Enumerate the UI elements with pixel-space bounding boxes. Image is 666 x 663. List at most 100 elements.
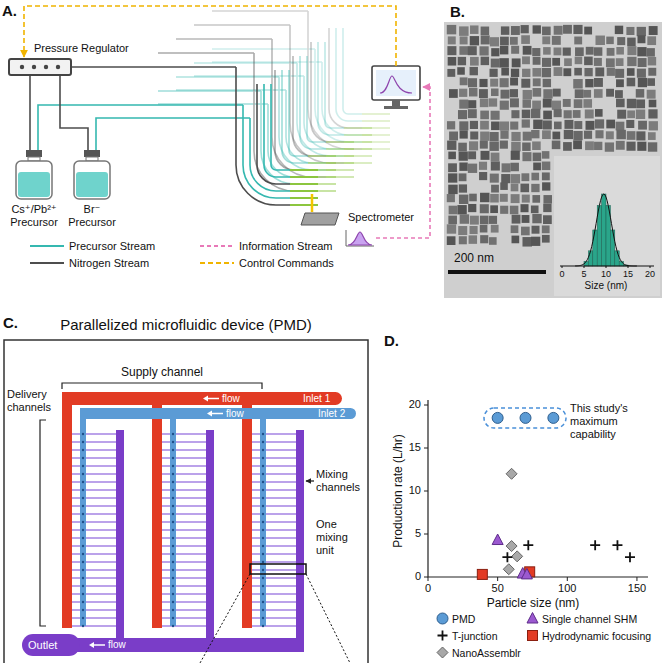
nanocube <box>520 204 528 212</box>
legend-text: Nitrogen Stream <box>69 257 149 269</box>
nanocube <box>512 236 520 244</box>
nanocube <box>522 119 530 127</box>
nanocube <box>500 131 508 139</box>
nanocube <box>648 142 657 151</box>
nanocube <box>491 122 500 131</box>
mixing-channel <box>252 537 296 539</box>
delivery-channel <box>322 62 362 135</box>
nanocube <box>575 47 584 56</box>
nitrogen-line <box>212 10 308 12</box>
nitrogen-line <box>194 24 290 26</box>
nitrogen-line <box>176 38 272 40</box>
nanocube <box>647 78 655 86</box>
inlet-dot <box>82 489 84 491</box>
nanocube <box>489 141 498 150</box>
legend-text: Hydrodynamic focusing <box>542 630 651 642</box>
precursor-line <box>96 118 250 150</box>
histogram-tick <box>650 266 651 268</box>
t-junction-marker <box>625 552 635 562</box>
inlet-dot <box>172 569 174 571</box>
nanocube <box>447 224 456 233</box>
mixing-channel <box>72 625 116 627</box>
histogram-tick <box>628 266 629 268</box>
figure-label: 10 <box>409 484 421 497</box>
node-label: Br⁻ Precursor <box>63 203 121 229</box>
inlet-dot <box>82 465 84 467</box>
nanocube <box>616 58 624 66</box>
nanocube <box>542 225 550 233</box>
nanocube <box>469 141 478 150</box>
nanocube <box>594 78 603 87</box>
nanocube <box>522 152 531 161</box>
mixed-outlet-line <box>326 141 354 143</box>
nanocube <box>489 216 497 224</box>
nanocube <box>543 99 552 108</box>
nanocube <box>469 235 477 243</box>
mixing-channel <box>252 553 296 555</box>
nanocube <box>511 174 520 183</box>
mixing-channel <box>252 457 296 459</box>
nanocube <box>501 90 510 99</box>
nanocube <box>449 206 458 215</box>
nanocube <box>460 130 468 138</box>
nanocube <box>616 141 625 150</box>
nanocube <box>511 142 520 151</box>
nanocube <box>490 174 499 183</box>
node-label: Pressure Regulator <box>34 42 129 55</box>
nanocube <box>481 151 490 160</box>
nanocube <box>617 37 625 45</box>
bottle-body <box>16 161 52 199</box>
legend-text: Single channel SHM <box>542 613 637 625</box>
delivery-channel <box>62 392 72 628</box>
nanocube <box>479 46 488 55</box>
inlet-dot <box>172 457 174 459</box>
pmd-marker <box>520 412 531 423</box>
nanocube <box>563 48 571 56</box>
mixing-channel <box>72 441 116 443</box>
nanocube <box>491 161 500 170</box>
y-tick <box>424 448 428 449</box>
nanocube <box>481 57 489 65</box>
nanocube <box>499 58 508 67</box>
figure-label: 150 <box>628 582 646 595</box>
inlet-dot <box>172 433 174 435</box>
supply-channel-blue <box>80 408 356 419</box>
nanocube <box>447 121 455 129</box>
nanocube <box>616 130 625 139</box>
mixing-channel <box>72 473 116 475</box>
figure-label: 5 <box>581 269 586 280</box>
mixing-channel <box>252 473 296 475</box>
mixing-channel <box>72 497 116 499</box>
mixing-channel <box>72 433 116 435</box>
inlet-dot <box>262 593 264 595</box>
nanocube <box>500 101 509 110</box>
nanocube <box>523 99 531 107</box>
legend-marker-sample <box>436 646 449 659</box>
hydrodynamic-marker <box>528 631 538 641</box>
nanocube <box>636 131 645 140</box>
nanoassemblr-marker <box>512 551 523 562</box>
spectrum-peak <box>348 232 372 245</box>
nanocube <box>606 89 614 97</box>
nanocube <box>459 184 467 192</box>
nanocube <box>637 27 646 36</box>
mixing-channel <box>252 489 296 491</box>
inlet-dot <box>82 497 84 499</box>
computer-monitor <box>372 66 420 100</box>
nanocube <box>607 48 615 56</box>
nanocube <box>647 90 656 99</box>
histogram-axis <box>560 266 654 267</box>
mixing-channel <box>162 513 206 515</box>
nanocube <box>616 122 625 131</box>
shm-marker <box>492 534 503 545</box>
nanocube <box>636 89 644 97</box>
mixing-channel <box>162 465 206 467</box>
mixing-channel <box>252 609 296 611</box>
panel-a-illustration <box>24 6 430 248</box>
nanocube <box>459 89 467 97</box>
figure-label: A. <box>2 2 17 20</box>
pressure-regulator: Pressure Regulator <box>8 58 72 76</box>
mixing-channel <box>72 569 116 571</box>
legend-entry: Control Commands <box>200 257 334 269</box>
nanocube <box>585 109 594 118</box>
